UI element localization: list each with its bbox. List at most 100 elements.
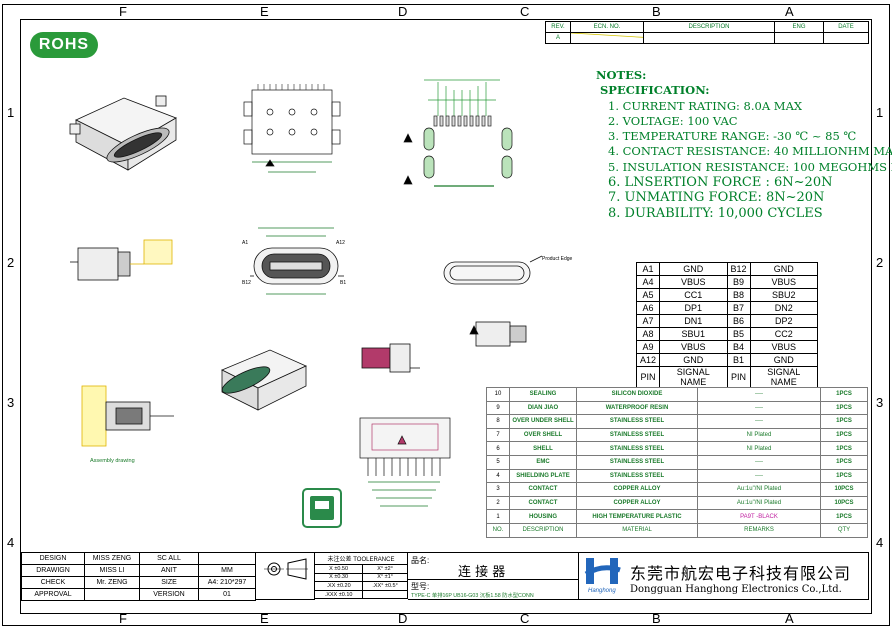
bom-cell: STAINLESS STEEL — [576, 441, 698, 456]
pin-cell: A4 — [635, 275, 661, 289]
title-block-cell: APPROVAL — [21, 588, 85, 601]
bom-cell: HOUSING — [509, 509, 577, 524]
bom-cell: 1PCS — [820, 427, 868, 443]
pin-cell: A7 — [635, 314, 661, 328]
pin-cell: VBUS — [749, 340, 819, 354]
tolerance-header: 未注公差 TOOLERANCE — [314, 552, 408, 565]
bom-cell: 10PCS — [820, 482, 868, 497]
packaging-icon — [302, 488, 342, 528]
bom-cell: 2 — [486, 495, 510, 511]
grid-col-c-bottom: C — [520, 611, 530, 626]
ecn-col: ECN. NO. — [570, 21, 644, 33]
bom-cell: ---- — [697, 454, 821, 470]
bom-cell: ---- — [697, 400, 821, 416]
grid-col-d: D — [398, 4, 408, 19]
part-name-area: 品名: 连 接 器 型号: TYPE-C 单排16P UB16-G03 沉板1.… — [408, 552, 579, 600]
title-block-cell: MISS ZENG — [84, 552, 140, 565]
title-block-cell: Mr. ZENG — [84, 576, 140, 589]
bom-cell: 1PCS — [820, 441, 868, 456]
bom-cell: COPPER ALLOY — [576, 482, 698, 497]
grid-row-3-right: 3 — [876, 395, 884, 410]
assembly-label: Assembly drawing — [90, 458, 135, 464]
pin-label-a12: A12 — [336, 240, 345, 246]
bom-footer-cell: NO. — [486, 522, 510, 538]
pin-cell: CC1 — [659, 288, 728, 302]
grid-col-a: A — [785, 4, 794, 19]
title-block-cell — [84, 588, 140, 601]
tolerance-row: .XX ±0.20.XX° ±0.5° — [313, 581, 408, 591]
model-text: TYPE-C 单排16P UB16-G03 沉板1.58 防水型CONN — [411, 593, 534, 599]
date-col: DATE — [823, 21, 869, 33]
bom-cell: CONTACT — [509, 482, 577, 497]
grid-row-2-right: 2 — [876, 255, 884, 270]
pin-cell: VBUS — [659, 275, 728, 289]
pin-cell: SBU2 — [749, 288, 819, 302]
bom-cell: HIGH TEMPERATURE PLASTIC — [576, 509, 698, 524]
pin-label-a1: A1 — [242, 240, 248, 246]
grid-row-4: 4 — [7, 535, 15, 550]
pin-cell: GND — [659, 353, 728, 367]
description-col: DESCRIPTION — [643, 21, 775, 33]
bom-footer-cell: MATERIAL — [576, 522, 698, 538]
grid-col-d-bottom: D — [398, 611, 408, 626]
model-label: 型号: — [411, 582, 430, 591]
spec-item: 6. LNSERTION FORCE : 6N~20N — [608, 175, 833, 191]
pin-cell: B1 — [726, 353, 751, 367]
pin-cell: B4 — [726, 340, 751, 354]
bom-cell: COPPER ALLOY — [576, 495, 698, 511]
part-name-label: 品名: — [411, 556, 430, 565]
bom-cell: WATERPROOF RESIN — [576, 400, 698, 416]
part-name: 连 接 器 — [458, 565, 506, 580]
bom-cell: DIAN JIAO — [509, 400, 577, 416]
product-edge-drawing: Product Edge — [443, 255, 573, 285]
ecn-cell — [570, 32, 644, 44]
bom-cell: 6 — [486, 441, 510, 456]
spec-item: 5. INSULATION RESISTANCE: 100 MEGOHMS MI… — [608, 159, 892, 174]
title-block-cell: MISS LI — [84, 564, 140, 577]
tolerance-cell: X° ±2° — [362, 564, 408, 574]
revision-row: A — [545, 32, 869, 44]
bom-cell: STAINLESS STEEL — [576, 468, 698, 484]
company-en: Dongguan Hanghong Electronics Co.,Ltd. — [630, 584, 842, 595]
bom-cell: SHELL — [509, 441, 577, 456]
pin-footer-cell: PIN — [635, 366, 661, 388]
tolerance-header-row: 未注公差 TOOLERANCE — [314, 552, 408, 565]
bom-cell: SILICON DIOXIDE — [576, 387, 698, 402]
title-block-cell: DRAWIGN — [21, 564, 85, 577]
title-block-cell: DESIGN — [21, 552, 85, 565]
tolerance-cell — [362, 589, 408, 600]
date-cell — [823, 32, 869, 44]
side-view-drawing — [70, 239, 173, 281]
grid-col-f: F — [119, 4, 127, 19]
pin-cell: A9 — [635, 340, 661, 354]
hanghong-logo-icon — [584, 558, 621, 584]
pin-cell: DP2 — [749, 314, 819, 328]
bom-cell: 1PCS — [820, 400, 868, 416]
pcb-layout-drawing — [403, 79, 513, 187]
tolerance-cell: X ±0.50 — [313, 564, 364, 574]
grid-col-e-bottom: E — [260, 611, 269, 626]
bom-cell: NI Plated — [697, 441, 821, 456]
bom-cell: STAINLESS STEEL — [576, 427, 698, 443]
bom-footer-cell: REMARKS — [697, 522, 821, 538]
pin-cell: A5 — [635, 288, 661, 302]
rev-strike-icon — [571, 33, 643, 38]
side-view-2-drawing — [469, 321, 527, 347]
notes-block: NOTES: SPECIFICATION: 1. CURRENT RATING:… — [596, 68, 892, 221]
grid-col-c: C — [520, 4, 530, 19]
bom-cell: Au:1u"/NI Plated — [697, 482, 821, 497]
rev-cell: A — [545, 32, 571, 44]
rev-col: REV. — [545, 21, 571, 33]
bom-cell: 9 — [486, 400, 510, 416]
bom-cell: 7 — [486, 427, 510, 443]
title-block-cell: MM — [198, 564, 256, 577]
